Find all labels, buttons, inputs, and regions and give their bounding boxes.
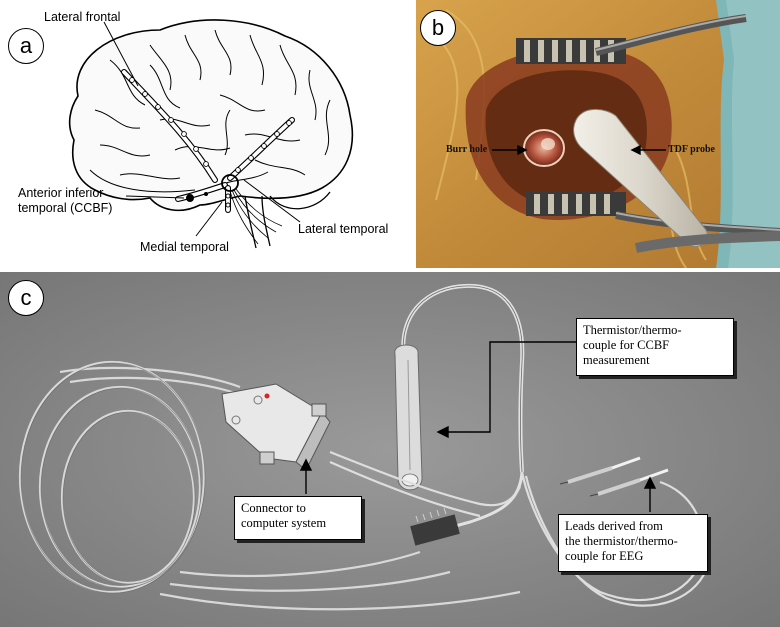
eeg-leads-callout-line3: couple for EEG [565,549,644,563]
thermistor-probe [394,344,423,491]
lateral-frontal-electrode-strip [121,69,218,183]
connector-device [221,383,331,471]
panel-c-arrows [299,341,657,512]
lateral-frontal-label: Lateral frontal [44,10,121,24]
thermistor-callout-line2: couple for CCBF [583,338,670,352]
connector-callout-line2: computer system [241,516,327,530]
eeg-cable [329,450,710,607]
ccbf-sensor-small [204,192,208,196]
medial-temporal-label: Medial temporal [140,240,229,254]
panel-b-badge: b [420,10,456,46]
lateral-temporal-contacts [235,120,292,173]
brain-outline [68,19,354,212]
connector-callout: Connector to computer system [234,496,362,540]
burr-hole-label: Burr hole [446,144,488,155]
lateral-temporal-label: Lateral temporal [298,222,389,236]
lateral-temporal-electrode-strip [227,117,295,181]
panel-c-badge: c [8,280,44,316]
lateral-frontal-contacts [129,77,209,167]
retractor-top [516,14,747,64]
panel-b-surgical-photo: b Burr hole TDF probe [416,0,780,268]
eeg-leads-callout-line2: the thermistor/thermo- [565,534,678,548]
eeg-leads-callout: Leads derived from the thermistor/thermo… [558,514,708,572]
leader-lines [103,21,301,237]
panel-b-arrows [492,144,666,156]
anterior-inferior-label-line2: temporal (CCBF) [18,201,113,215]
ccbf-sensor-large [186,194,194,202]
cable-coil [18,360,521,611]
panel-a-brain-diagram: a Lateral frontal Anterior inferior temp… [0,0,412,268]
panel-a-badge: a [8,28,44,64]
panel-c-device-photo: c Thermistor/thermo- couple for CCBF mea… [0,272,780,627]
anterior-inferior-label-line1: Anterior inferior [18,186,104,200]
eeg-needle-leads [559,456,669,497]
thermistor-ccbf-callout: Thermistor/thermo- couple for CCBF measu… [576,318,734,376]
multi-pin-plug [410,507,460,546]
brain-drawing [68,19,354,249]
eeg-leads-callout-line1: Leads derived from [565,519,663,533]
brain-sulci [89,29,331,193]
thermistor-callout-line3: measurement [583,353,650,367]
tdf-probe-label: TDF probe [668,144,715,155]
cerebellum-outline [269,191,331,210]
surgical-photo [416,0,780,268]
electrode-wires [229,188,283,245]
connector-callout-line1: Connector to [241,501,306,515]
thermistor-callout-line1: Thermistor/thermo- [583,323,682,337]
